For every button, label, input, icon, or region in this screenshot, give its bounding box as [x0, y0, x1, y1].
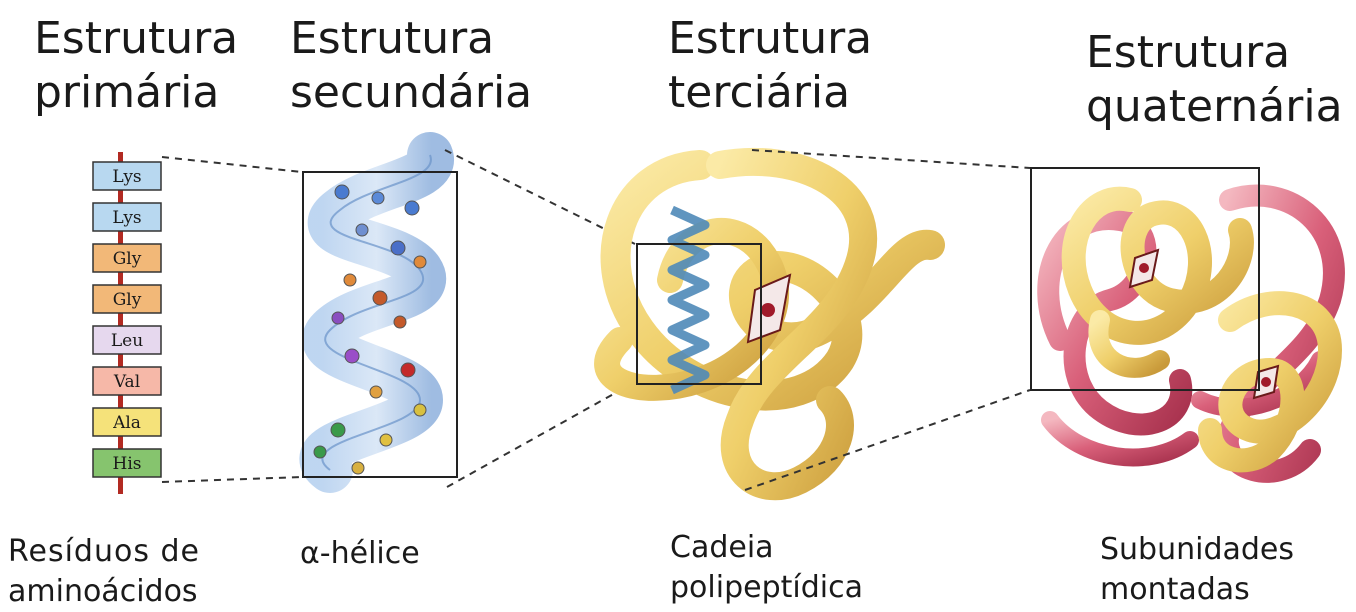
caption-secondary: α-hélice: [300, 534, 420, 574]
residue-label: Lys: [112, 167, 141, 187]
caption-primary: Resíduos de aminoácidos: [8, 532, 200, 612]
residue-label: Gly: [113, 249, 142, 269]
tertiary-fold: [607, 162, 930, 486]
connector-line: [162, 157, 302, 172]
alpha-helix: [303, 155, 457, 477]
caption-line: Resíduos de: [8, 532, 200, 572]
caption-line: montadas: [1100, 570, 1294, 610]
residue-list: LysLysGlyGlyLeuValAlaHis: [93, 162, 161, 477]
residue-label: Leu: [111, 331, 143, 351]
connector-line: [162, 477, 302, 482]
caption-tertiary: Cadeia polipeptídica: [670, 528, 863, 608]
caption-line: Cadeia: [670, 528, 863, 568]
caption-line: aminoácidos: [8, 572, 200, 612]
caption-line: α-hélice: [300, 534, 420, 574]
quaternary-assembly: [1031, 168, 1334, 472]
connector-line: [447, 382, 635, 487]
residue-label: Lys: [112, 208, 141, 228]
heme-iron: [761, 303, 775, 317]
residue-label: Gly: [113, 290, 142, 310]
residue-label: His: [113, 454, 142, 474]
caption-line: polipeptídica: [670, 568, 863, 608]
residue-label: Ala: [112, 413, 141, 433]
primary-chain: LysLysGlyGlyLeuValAlaHis: [93, 152, 161, 494]
heme-iron: [1261, 377, 1271, 387]
caption-line: Subunidades: [1100, 530, 1294, 570]
caption-quaternary: Subunidades montadas: [1100, 530, 1294, 610]
heme-iron: [1139, 263, 1149, 273]
residue-label: Val: [113, 372, 140, 392]
